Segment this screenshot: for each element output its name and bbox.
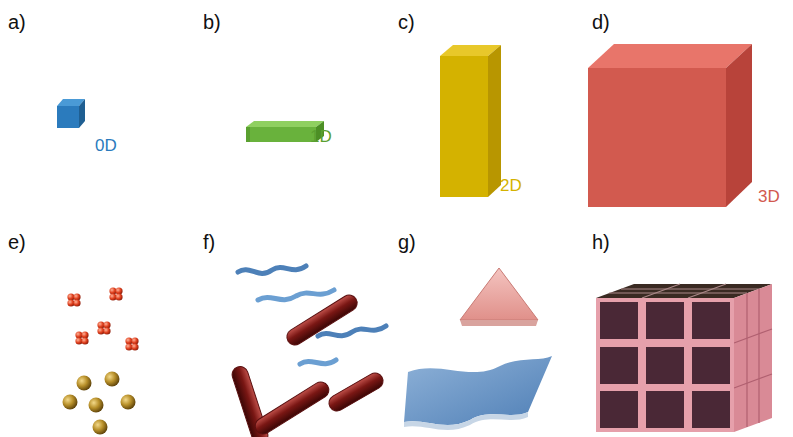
- panel-letter: c): [398, 12, 415, 32]
- panel-letter: a): [8, 12, 26, 32]
- dimension-label: 2D: [500, 177, 522, 194]
- dimension-label: 1D: [310, 128, 332, 145]
- panel-letter: h): [592, 232, 610, 252]
- dimension-label: 3D: [758, 188, 780, 205]
- panel-letter: d): [592, 12, 610, 32]
- nanosheets-2d: [404, 268, 552, 430]
- panel-letter: e): [8, 232, 26, 252]
- nanowires-1d: [230, 266, 386, 437]
- dimension-label: 0D: [95, 137, 117, 154]
- panel-letter: g): [398, 232, 416, 252]
- assembled-cube-3d: [596, 284, 772, 432]
- panel-letter: f): [203, 232, 215, 252]
- nanoparticles-0d: [63, 287, 139, 434]
- cube-3d: [588, 44, 752, 207]
- panel-letter: b): [203, 12, 221, 32]
- cube-0d: [57, 99, 85, 128]
- slab-2d: [440, 45, 501, 197]
